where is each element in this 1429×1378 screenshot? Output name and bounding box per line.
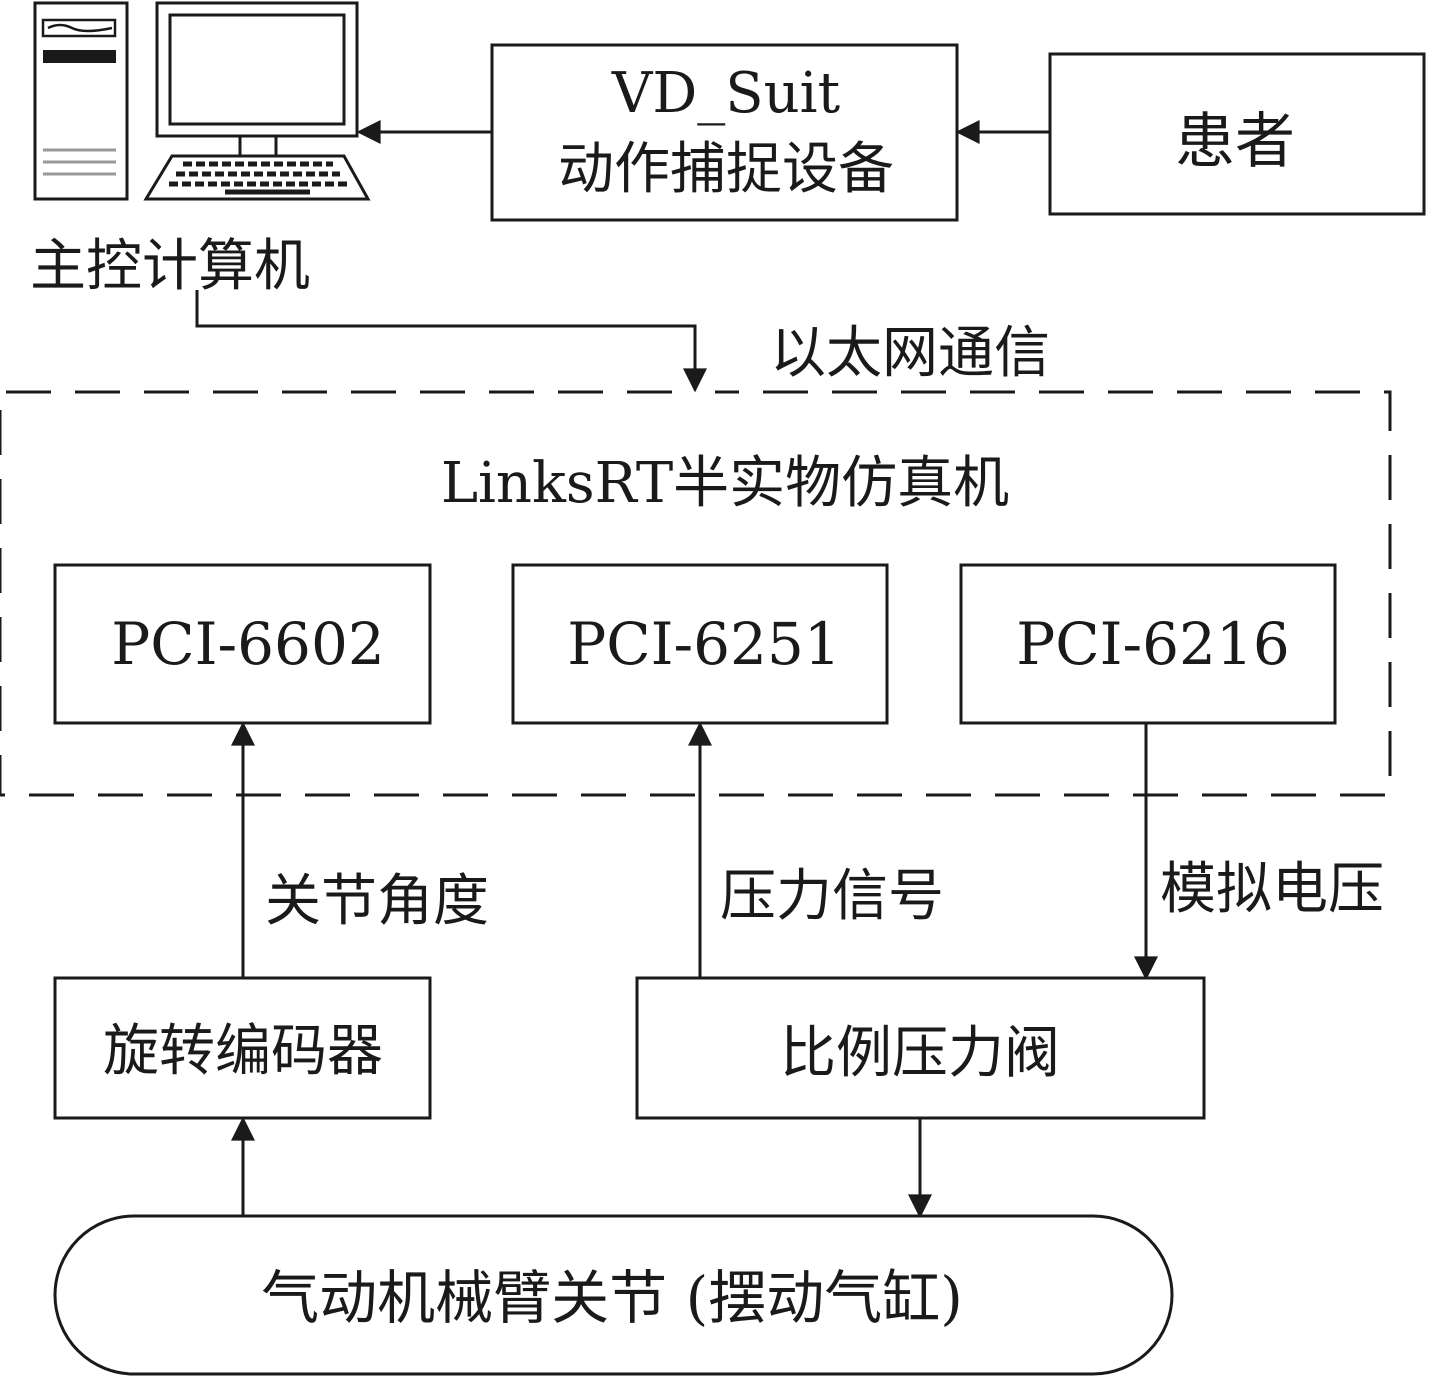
ethernet-label: 以太网通信 [770, 321, 1050, 386]
computer-icon [33, 1, 371, 201]
tower-icon [33, 1, 129, 201]
encoder-box [53, 976, 432, 1120]
patient-box [1048, 52, 1426, 216]
patient-label: 患者 [1175, 107, 1295, 177]
simulator-boundary [0, 390, 1392, 797]
mocap-label-line2: 动作捕捉设备 [558, 137, 894, 202]
arrow-ethernet [195, 290, 707, 393]
pci-card-label: PCI-6251 [567, 610, 841, 678]
analog-voltage-label: 模拟电压 [1160, 857, 1384, 922]
keyboard-icon [143, 154, 371, 201]
encoder-label: 旋转编码器 [103, 1019, 383, 1084]
monitor-icon [155, 1, 359, 158]
pci-card-6251 [511, 563, 889, 725]
simulator-title: LinksRT半实物仿真机 [441, 451, 1009, 516]
valve-box [635, 976, 1206, 1120]
mocap-label-line1: VD_Suit [611, 61, 841, 126]
pci-card-6216 [959, 563, 1337, 725]
pneumatic-joint-box [53, 1214, 1174, 1376]
pci-card-label: PCI-6216 [1016, 610, 1290, 678]
mocap-box [490, 43, 959, 222]
pci-card-label: PCI-6602 [111, 610, 385, 678]
pressure-signal-label: 压力信号 [720, 864, 944, 929]
computer-label: 主控计算机 [30, 234, 310, 299]
pci-card-6602 [53, 563, 432, 725]
valve-label: 比例压力阀 [780, 1021, 1060, 1086]
pneumatic-joint-label: 气动机械臂关节 (摆动气缸) [261, 1264, 963, 1332]
joint-angle-label: 关节角度 [265, 869, 489, 934]
